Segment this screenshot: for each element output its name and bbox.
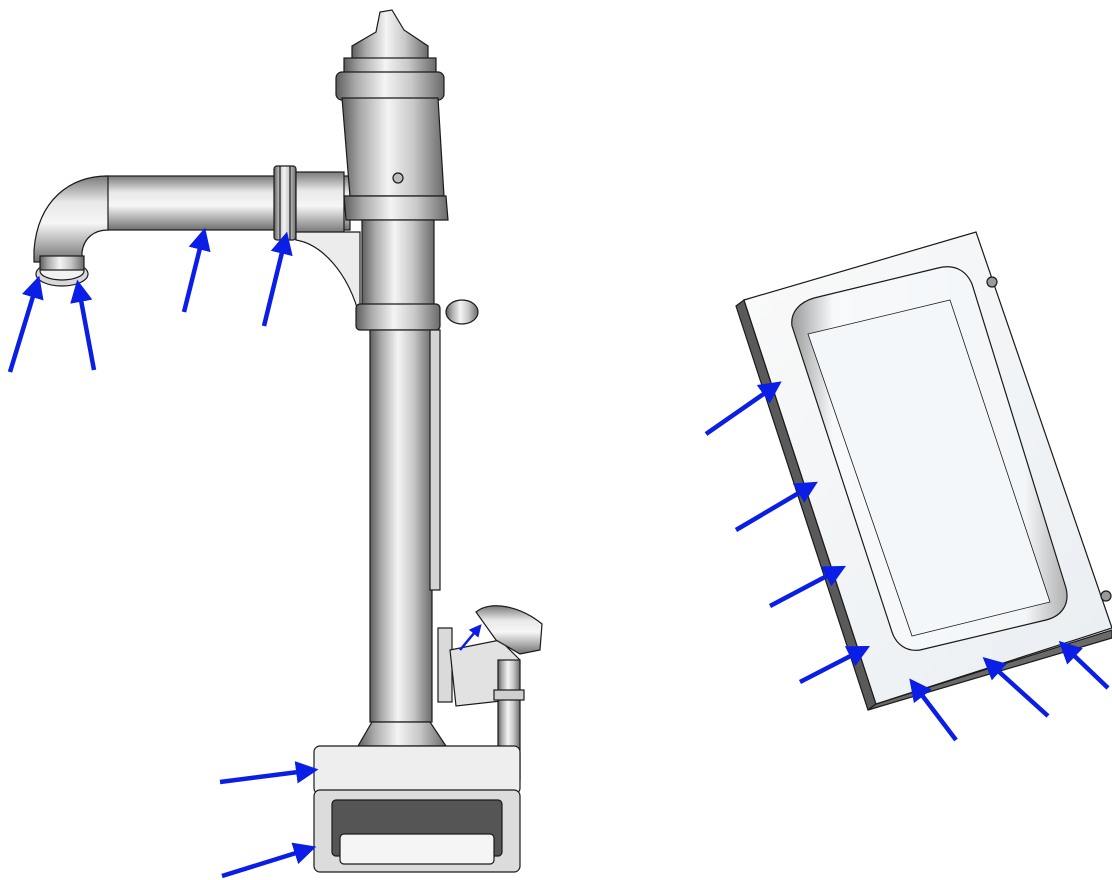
upper-housing bbox=[341, 97, 445, 197]
rectangular-plate bbox=[735, 231, 1112, 711]
arrow-14 bbox=[1058, 640, 1110, 690]
side-knob bbox=[445, 299, 479, 325]
arrow-3 bbox=[181, 227, 211, 313]
arrow-9 bbox=[734, 481, 818, 532]
arrow-2 bbox=[70, 279, 97, 371]
arrow-1 bbox=[7, 275, 44, 373]
load-arrows bbox=[7, 227, 1110, 879]
main-column bbox=[361, 219, 435, 315]
arrow-10 bbox=[768, 565, 846, 608]
arrow-7 bbox=[221, 842, 317, 879]
arrow-13 bbox=[982, 656, 1050, 718]
bottom-box bbox=[313, 745, 521, 873]
pipe-coupling bbox=[273, 165, 297, 241]
top-cap bbox=[351, 9, 429, 61]
arrow-6 bbox=[219, 761, 319, 785]
arrow-11 bbox=[798, 645, 871, 685]
side-rail bbox=[429, 329, 441, 591]
arrow-5 bbox=[459, 624, 482, 651]
pipe-elbow bbox=[33, 175, 109, 263]
arrow-8 bbox=[704, 381, 782, 436]
pipe-assembly bbox=[33, 9, 543, 873]
support-bracket bbox=[295, 231, 361, 319]
arrow-4 bbox=[261, 231, 293, 327]
arrow-12 bbox=[909, 678, 958, 742]
